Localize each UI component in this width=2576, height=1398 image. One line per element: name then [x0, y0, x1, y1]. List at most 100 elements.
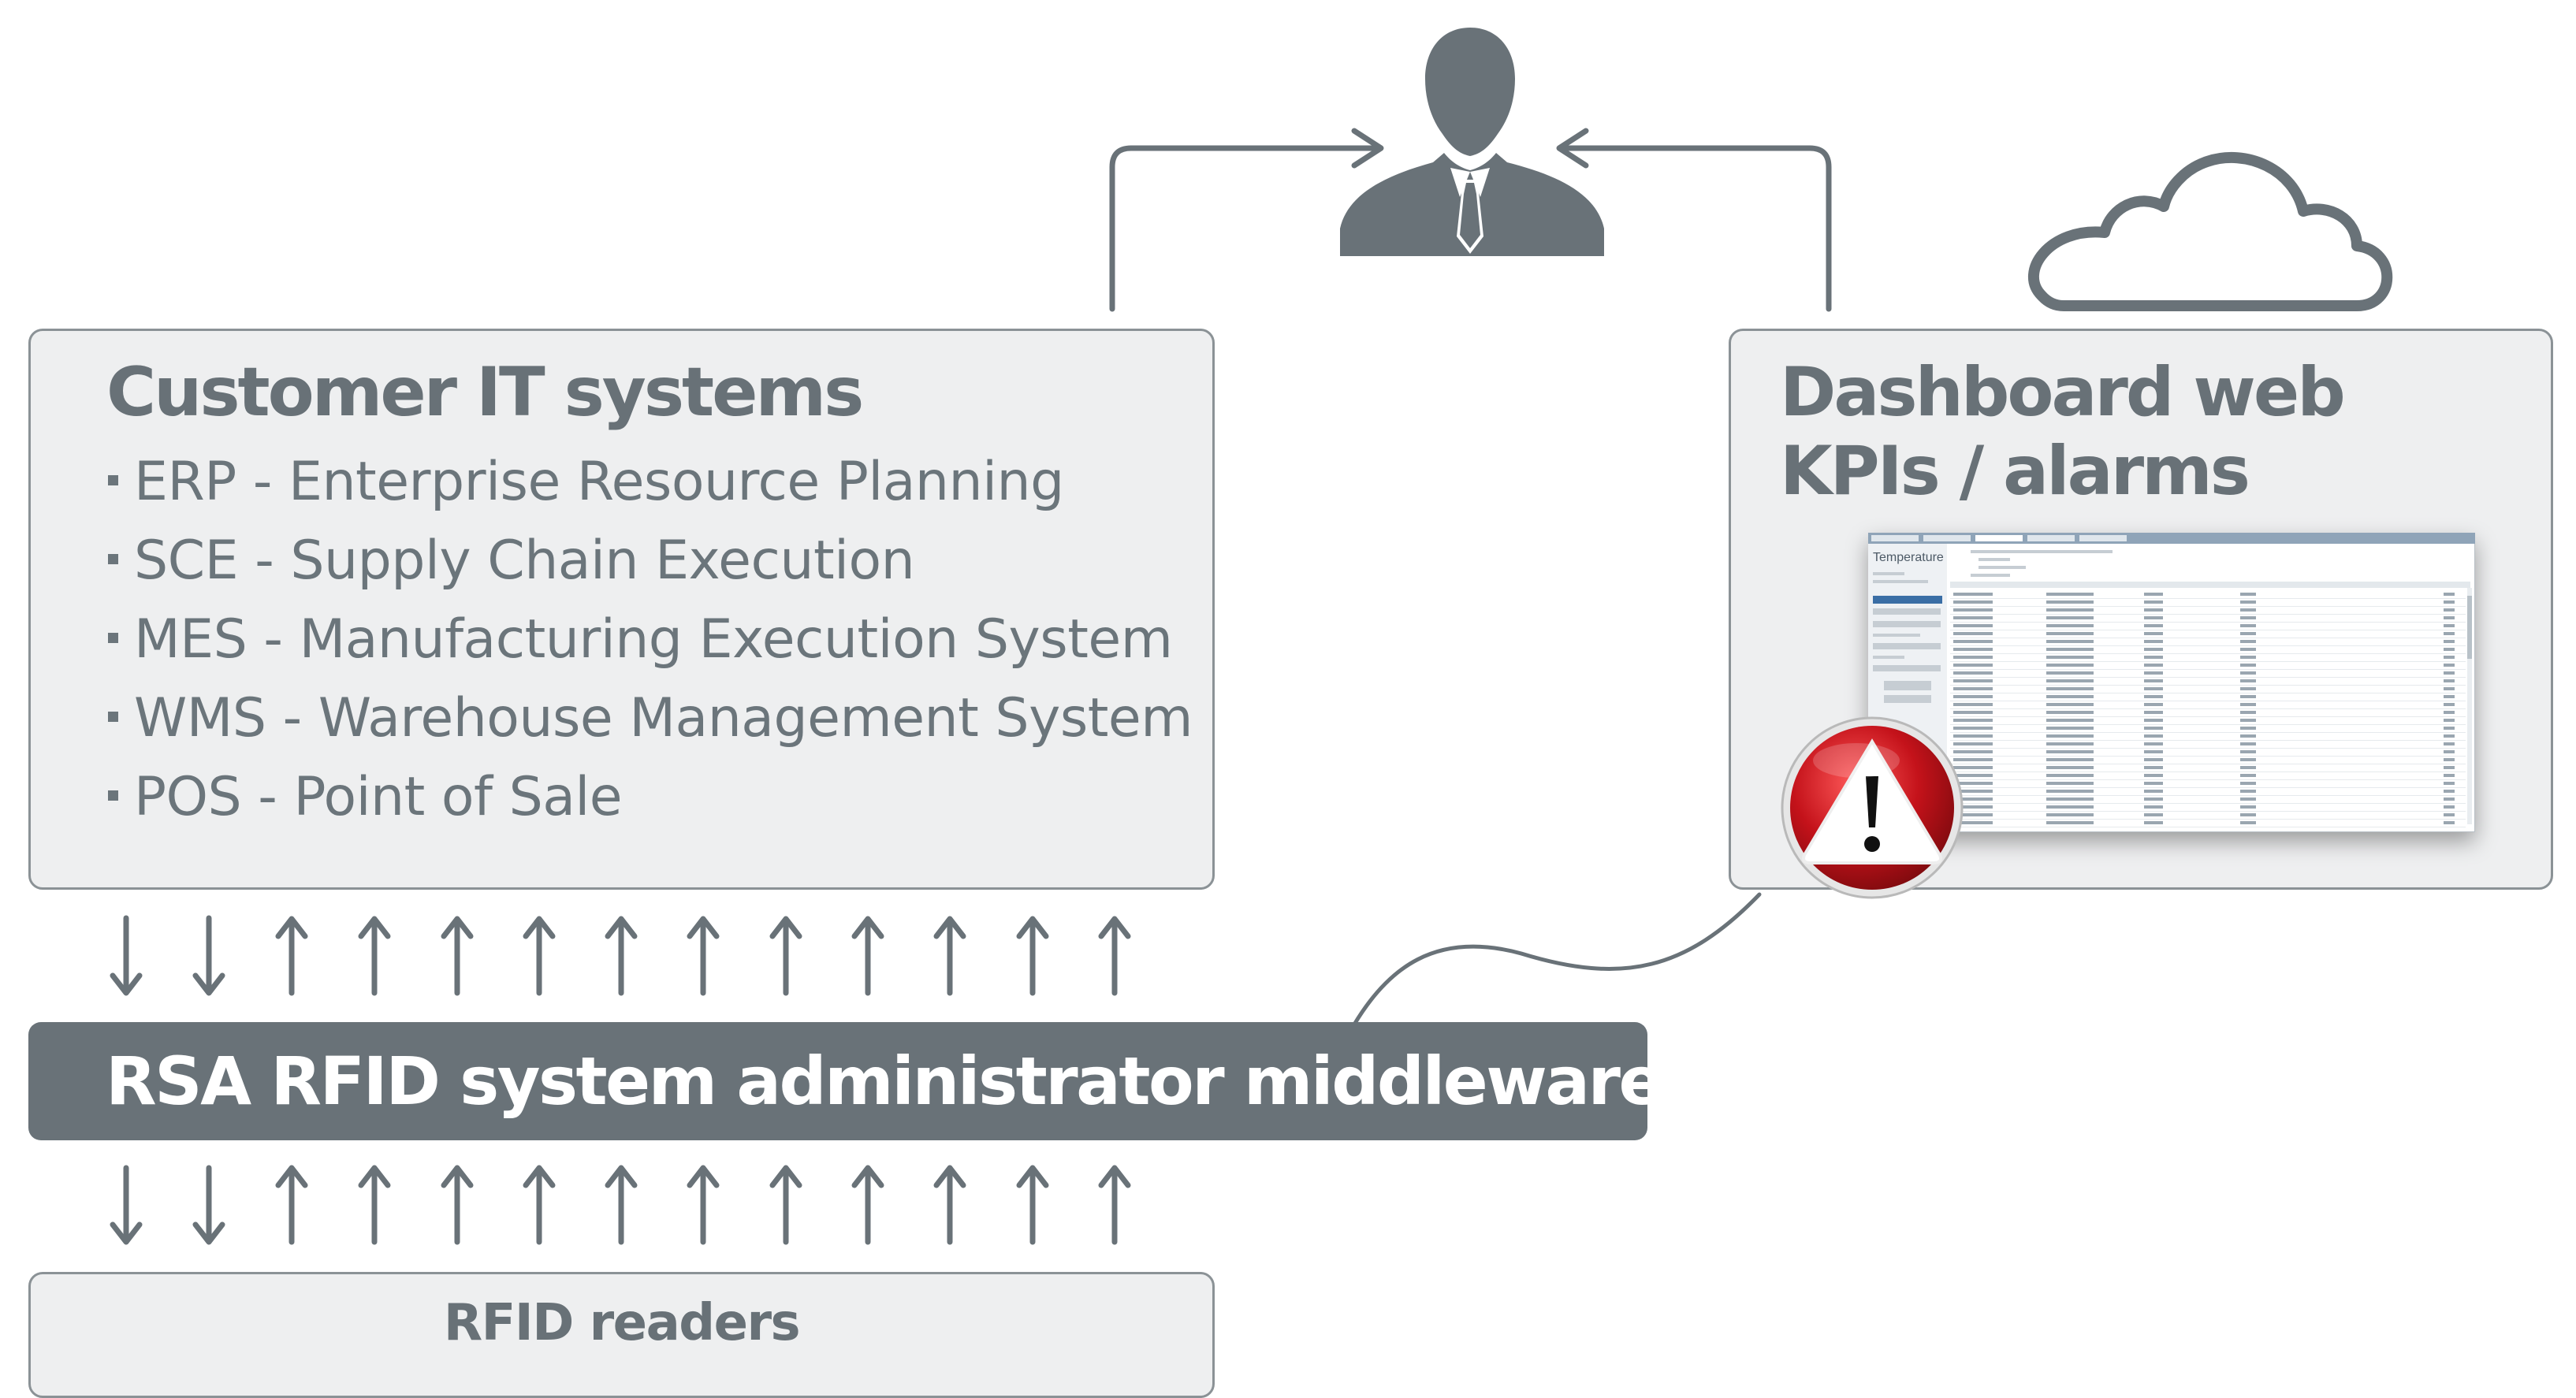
table-cell [2144, 600, 2163, 604]
customer-to-user-connector [1109, 128, 1384, 312]
table-cell [2240, 608, 2256, 612]
middleware-label: RSA RFID system administrator middleware [106, 1043, 1663, 1120]
table-cell [2046, 774, 2094, 777]
table-cell [2444, 711, 2455, 714]
arrow-up [1016, 916, 1049, 996]
table-cell [2240, 782, 2256, 785]
table-cell [2144, 632, 2163, 635]
list-item: POS - Point of Sale [108, 758, 1193, 837]
data-flow-arrows-lower [110, 1165, 1131, 1245]
table-row-divider [1950, 803, 2466, 804]
table-cell [2046, 608, 2094, 612]
table-cell [1953, 790, 1993, 793]
table-cell [2240, 616, 2256, 619]
table-row-divider [1950, 661, 2466, 662]
table-cell [2144, 695, 2163, 698]
table-cell [2046, 750, 2094, 753]
table-cell [2444, 782, 2455, 785]
table-row-divider [1950, 606, 2466, 607]
user-icon [1340, 28, 1604, 256]
arrow-up [605, 1165, 638, 1245]
table-cell [2046, 640, 2094, 643]
table-cell [2444, 624, 2455, 627]
table-cell [2046, 727, 2094, 730]
table-cell [2444, 616, 2455, 619]
table-cell [2046, 648, 2094, 651]
screenshot-table-rows [1950, 593, 2466, 827]
table-cell [2444, 774, 2455, 777]
table-cell [2444, 671, 2455, 675]
middleware-bar: RSA RFID system administrator middleware [28, 1022, 1663, 1140]
arrow-up [851, 1165, 884, 1245]
customer-it-systems-box: Customer IT systems ERP - Enterprise Res… [28, 329, 1215, 890]
table-cell [2444, 790, 2455, 793]
table-cell [2240, 687, 2256, 690]
table-cell [2444, 656, 2455, 659]
arrow-up [1098, 1165, 1131, 1245]
table-cell [2240, 695, 2256, 698]
table-cell [1953, 671, 1993, 675]
list-item: MES - Manufacturing Execution System [108, 600, 1193, 679]
data-flow-arrows-upper [110, 915, 1131, 996]
table-row-divider [1950, 819, 2466, 820]
table-row-divider [1950, 685, 2466, 686]
table-cell [1953, 813, 1993, 816]
table-cell [2046, 734, 2094, 738]
table-cell [2240, 813, 2256, 816]
table-cell [2046, 600, 2094, 604]
table-cell [2240, 703, 2256, 706]
table-row-divider [1950, 622, 2466, 623]
table-cell [2240, 821, 2256, 824]
table-row-divider [1950, 669, 2466, 670]
arrow-up [358, 916, 391, 996]
table-cell [2046, 766, 2094, 769]
table-cell [2444, 608, 2455, 612]
table-cell [2240, 648, 2256, 651]
table-row-divider [1950, 732, 2466, 733]
table-cell [2046, 805, 2094, 809]
table-cell [1953, 640, 1993, 643]
list-item: SCE - Supply Chain Execution [108, 522, 1193, 600]
table-row-divider [1950, 614, 2466, 615]
table-cell [2444, 727, 2455, 730]
table-cell [2046, 758, 2094, 761]
arrow-up [687, 916, 720, 996]
table-cell [2144, 782, 2163, 785]
table-cell [2240, 679, 2256, 682]
arrow-up [358, 1165, 391, 1245]
table-row-divider [1950, 748, 2466, 749]
table-cell [2046, 695, 2094, 698]
table-cell [1953, 774, 1993, 777]
table-cell [2240, 805, 2256, 809]
table-cell [1953, 608, 1993, 612]
table-cell [2240, 742, 2256, 745]
table-cell [2046, 664, 2094, 667]
table-cell [2046, 687, 2094, 690]
table-cell [2046, 671, 2094, 675]
table-cell [2240, 798, 2256, 801]
table-cell [1953, 734, 1993, 738]
table-cell [2444, 640, 2455, 643]
table-cell [2144, 766, 2163, 769]
arrow-down [192, 1165, 225, 1245]
table-cell [2144, 687, 2163, 690]
arrow-up [769, 916, 802, 996]
table-cell [2240, 750, 2256, 753]
table-cell [2444, 750, 2455, 753]
table-cell [1953, 632, 1993, 635]
table-cell [1953, 805, 1993, 809]
table-cell [2444, 805, 2455, 809]
arrow-down [110, 1165, 143, 1245]
list-item: WMS - Warehouse Management System [108, 679, 1193, 758]
table-cell [2240, 790, 2256, 793]
table-cell [2144, 813, 2163, 816]
table-cell [2444, 821, 2455, 824]
arrow-up [933, 1165, 966, 1245]
table-cell [1953, 742, 1993, 745]
table-cell [2046, 624, 2094, 627]
cloud-icon [2027, 151, 2393, 311]
table-cell [2046, 593, 2094, 596]
table-cell [2444, 687, 2455, 690]
table-cell [2240, 671, 2256, 675]
table-cell [2046, 798, 2094, 801]
